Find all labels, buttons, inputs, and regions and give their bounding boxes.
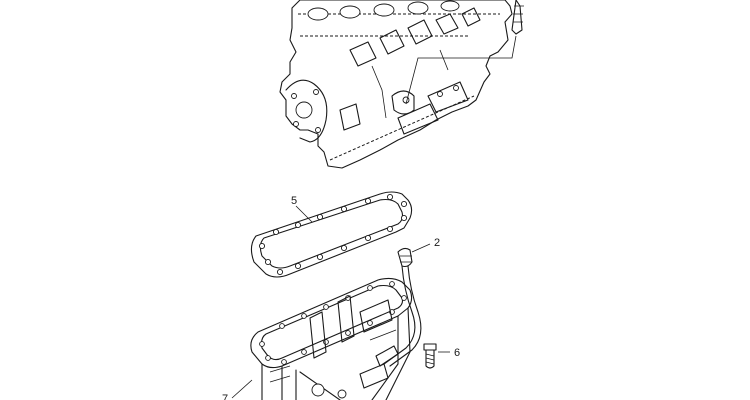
callout-6: 6	[454, 347, 460, 359]
oil-pan	[231, 277, 413, 400]
callout-5: 5	[291, 195, 297, 207]
engine-block	[279, 0, 524, 169]
callout-2: 2	[434, 237, 440, 249]
oil-pan-gasket	[250, 191, 413, 278]
callout-7: 7	[222, 393, 228, 400]
dipstick	[375, 243, 431, 367]
oil-pan-bolt	[423, 343, 450, 369]
